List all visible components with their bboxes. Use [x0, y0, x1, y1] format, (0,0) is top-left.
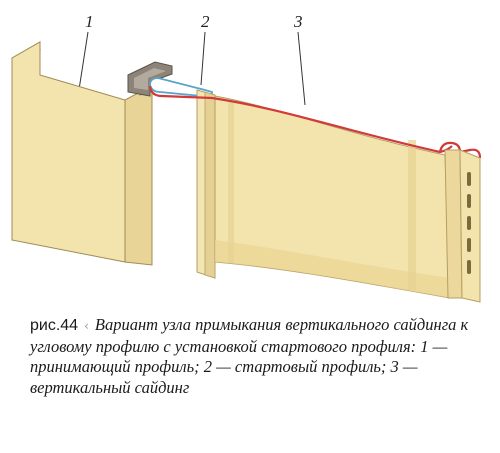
nail-slot — [467, 194, 471, 208]
nail-slot — [467, 216, 471, 230]
caption-text: Вариант узла примыкания вертикального са… — [30, 315, 469, 397]
caption-mark: ‹ — [84, 319, 89, 333]
nail-slot — [467, 172, 471, 186]
leader-line-3 — [297, 31, 306, 106]
siding-joint-illustration — [11, 31, 482, 303]
nail-slot — [467, 238, 471, 252]
starter-profile — [149, 77, 216, 279]
nail-slot — [467, 260, 471, 274]
figure-number: рис.44 — [30, 317, 79, 334]
receiving-profile — [11, 41, 173, 266]
leader-line-2 — [200, 31, 206, 86]
callout-label-2: 2 — [201, 12, 210, 31]
vertical-siding-panel — [148, 85, 482, 303]
leader-line-1 — [77, 31, 89, 97]
callout-label-3: 3 — [294, 12, 303, 31]
callout-label-1: 1 — [85, 12, 94, 31]
figure-caption: рис.44 ‹Вариант узла примыкания вертикаль… — [30, 315, 480, 398]
